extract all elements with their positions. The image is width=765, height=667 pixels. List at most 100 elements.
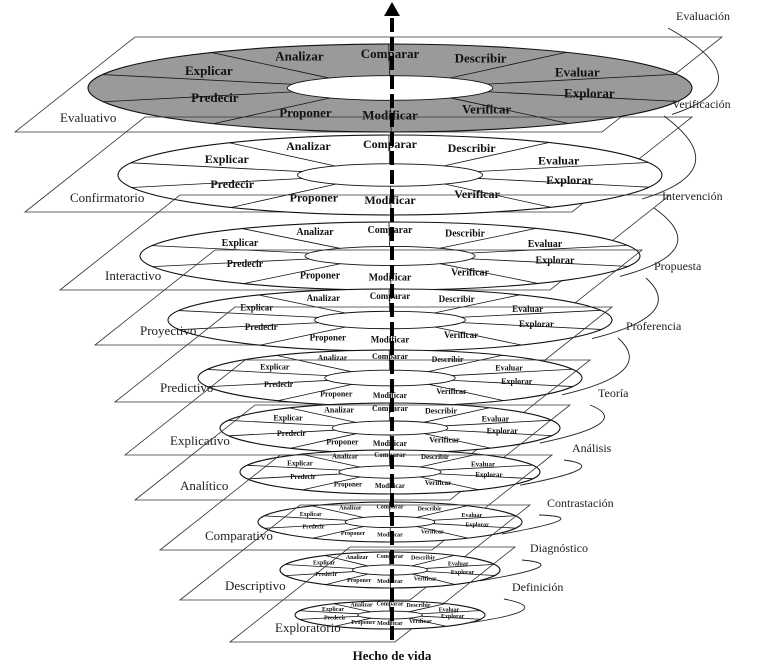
segment-describir: Describir bbox=[455, 50, 507, 65]
plane-label: Descriptivo bbox=[225, 578, 286, 593]
segment-explicar: Explicar bbox=[240, 303, 273, 313]
segment-divider bbox=[420, 476, 479, 491]
plane-label: Interactivo bbox=[105, 268, 161, 283]
segment-divider bbox=[439, 228, 537, 249]
segment-evaluar: Evaluar bbox=[512, 304, 543, 314]
segment-divider bbox=[452, 379, 573, 387]
segment-divider bbox=[444, 183, 551, 208]
level-plane bbox=[228, 546, 517, 643]
segment-explicar: Explicar bbox=[222, 238, 259, 249]
segment-analizar: Analizar bbox=[275, 49, 324, 64]
segment-verificar: Verificar bbox=[454, 187, 500, 201]
segment-divider bbox=[461, 322, 602, 330]
stage-label: Propuesta bbox=[654, 259, 702, 273]
segment-explicar: Explicar bbox=[205, 152, 250, 166]
segment-comparar: Comparar bbox=[377, 601, 404, 607]
segment-divider bbox=[388, 288, 391, 312]
segment-divider bbox=[285, 564, 355, 569]
segment-verificar: Verificar bbox=[444, 330, 478, 340]
segment-evaluar: Evaluar bbox=[528, 239, 563, 250]
diagram-footer: Hecho de vida bbox=[353, 648, 432, 663]
segment-predecir: Predecir bbox=[264, 380, 294, 389]
segment-evaluar: Evaluar bbox=[471, 460, 495, 468]
segment-divider bbox=[207, 369, 328, 377]
segment-divider bbox=[443, 142, 550, 167]
segment-divider bbox=[179, 322, 319, 331]
segment-divider bbox=[247, 464, 342, 471]
segment-proponer: Proponer bbox=[326, 438, 359, 447]
segment-evaluar: Evaluar bbox=[538, 154, 580, 168]
segment-proponer: Proponer bbox=[290, 190, 339, 204]
segment-explorar: Explorar bbox=[475, 471, 502, 479]
segment-divider bbox=[152, 258, 310, 268]
segment-divider bbox=[243, 263, 341, 284]
segment-describir: Describir bbox=[411, 556, 435, 562]
segment-divider bbox=[302, 476, 361, 491]
segment-predecir: Predecir bbox=[245, 322, 278, 332]
segment-divider bbox=[178, 310, 319, 318]
stage-label: Proferencia bbox=[626, 319, 682, 333]
segment-divider bbox=[451, 368, 573, 376]
segment-divider bbox=[301, 453, 360, 468]
plane-label: Exploratorio bbox=[275, 620, 341, 635]
segment-verificar: Verificar bbox=[451, 268, 490, 279]
segment-proponer: Proponer bbox=[334, 481, 362, 489]
segment-explorar: Explorar bbox=[441, 614, 465, 620]
segment-predecir: Predecir bbox=[227, 259, 264, 270]
stage-label: Contrastación bbox=[547, 496, 614, 510]
segment-proponer: Proponer bbox=[279, 105, 332, 120]
segment-divider bbox=[487, 73, 677, 85]
segment-divider bbox=[277, 383, 352, 402]
segment-verificar: Verificar bbox=[462, 102, 512, 117]
segment-divider bbox=[428, 354, 503, 373]
segment-divider bbox=[264, 515, 348, 521]
segment-evaluar: Evaluar bbox=[495, 364, 523, 373]
segment-describir: Describir bbox=[407, 603, 431, 609]
segment-divider bbox=[416, 526, 469, 539]
segment-divider bbox=[425, 563, 495, 569]
segment-analizar: Analizar bbox=[296, 227, 334, 238]
plane-label: Evaluativo bbox=[60, 110, 116, 125]
segment-divider bbox=[445, 429, 552, 437]
segment-divider bbox=[333, 603, 371, 613]
stage-label: Verificación bbox=[672, 97, 731, 111]
plane-label: Confirmatorio bbox=[70, 190, 144, 205]
segment-describir: Describir bbox=[439, 294, 475, 304]
level-plane bbox=[178, 504, 532, 601]
segment-divider bbox=[247, 473, 342, 480]
segment-verificar: Verificar bbox=[421, 530, 444, 536]
segment-divider bbox=[228, 419, 335, 427]
segment-analizar: Analizar bbox=[350, 602, 373, 608]
segment-explorar: Explorar bbox=[546, 173, 593, 187]
segment-explicar: Explicar bbox=[322, 607, 344, 613]
segment-divider bbox=[299, 615, 360, 620]
stage-label: Análisis bbox=[572, 441, 612, 455]
segment-evaluar: Evaluar bbox=[555, 65, 600, 80]
segment-divider bbox=[420, 610, 481, 615]
segment-divider bbox=[131, 178, 303, 188]
segment-divider bbox=[213, 97, 331, 125]
segment-divider bbox=[228, 429, 336, 437]
segment-divider bbox=[478, 178, 650, 188]
segment-divider bbox=[416, 505, 468, 518]
segment-describir: Describir bbox=[418, 506, 442, 512]
spiral-arc bbox=[667, 27, 719, 115]
segment-comparar: Comparar bbox=[372, 352, 408, 361]
segment-analizar: Analizar bbox=[332, 452, 358, 460]
segment-verificar: Verificar bbox=[436, 387, 467, 396]
segment-explicar: Explicar bbox=[300, 512, 322, 518]
spiral-arc bbox=[519, 459, 583, 486]
segment-divider bbox=[260, 326, 346, 346]
segment-describir: Describir bbox=[421, 453, 449, 461]
segment-divider bbox=[102, 74, 293, 85]
segment-describir: Describir bbox=[448, 141, 497, 155]
segment-predecir: Predecir bbox=[324, 615, 346, 621]
segment-divider bbox=[276, 355, 352, 373]
segment-divider bbox=[432, 515, 516, 521]
stage-label: Diagnóstico bbox=[530, 541, 588, 555]
segment-verificar: Verificar bbox=[414, 576, 437, 582]
plane-label: Proyectivo bbox=[140, 323, 196, 338]
segment-divider bbox=[229, 142, 336, 167]
